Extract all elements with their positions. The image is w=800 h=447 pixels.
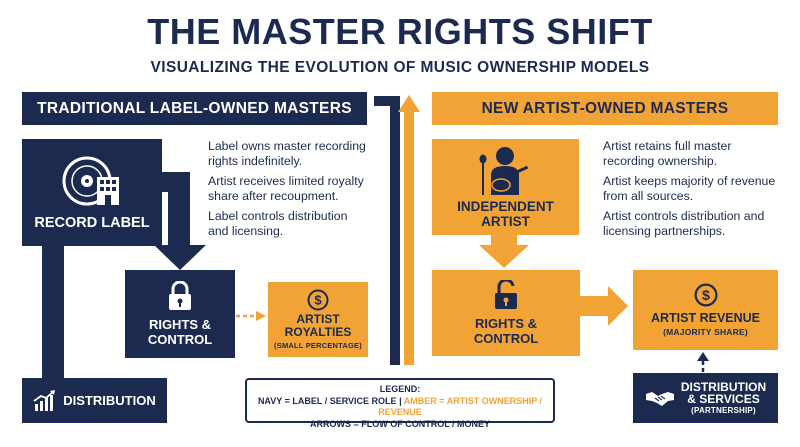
artist-owned-bullets: Artist retains full master recording own…: [603, 139, 783, 244]
artist-revenue-box: $ ARTIST REVENUE (MAJORITY SHARE): [633, 270, 778, 350]
independent-artist-box: INDEPENDENT ARTIST: [432, 139, 579, 235]
traditional-bullet: Label owns master recording rights indef…: [208, 139, 366, 168]
artist-owned-header-label: NEW ARTIST-OWNED MASTERS: [481, 99, 729, 117]
svg-text:$: $: [702, 288, 710, 304]
services-line2: & SERVICES: [687, 392, 760, 406]
legend-amber-text: AMBER = ARTIST OWNERSHIP / REVENUE: [378, 395, 543, 418]
artist-to-rights-arrow: [479, 234, 529, 268]
legend: LEGEND: NAVY = LABEL / SERVICE ROLE | AM…: [245, 378, 555, 429]
artist-owned-bullet: Artist keeps majority of revenue from al…: [603, 174, 776, 203]
legend-colors-line: NAVY = LABEL / SERVICE ROLE | AMBER = AR…: [247, 396, 553, 419]
label-rights-line2: CONTROL: [147, 332, 213, 347]
lock-open-icon: [495, 280, 517, 309]
distribution-label: DISTRIBUTION: [63, 393, 156, 408]
center-amber-shift-arrow: [398, 95, 420, 365]
artist-rights-control-box: RIGHTS & CONTROL: [432, 270, 580, 356]
legend-navy-text: NAVY = LABEL / SERVICE ROLE: [257, 395, 397, 406]
royalties-note: (SMALL PERCENTAGE): [274, 341, 362, 350]
handshake-icon: [645, 392, 674, 406]
dollar-coin-icon: $: [694, 283, 717, 307]
traditional-bullet: Artist receives limited royalty share af…: [208, 174, 364, 203]
traditional-bullets: Label owns master recording rights indef…: [208, 139, 368, 244]
artist-owned-bullet: Artist retains full master recording own…: [603, 139, 732, 168]
revenue-note: (MAJORITY SHARE): [663, 327, 748, 337]
guitarist-icon: [479, 147, 528, 195]
record-label-text: RECORD LABEL: [34, 214, 150, 231]
artist-rights-line2: CONTROL: [473, 331, 539, 346]
distribution-box: DISTRIBUTION: [22, 378, 167, 423]
artist-line2: ARTIST: [481, 214, 530, 229]
traditional-header: TRADITIONAL LABEL-OWNED MASTERS: [22, 92, 367, 125]
center-navy-shift-arrow: [374, 96, 400, 365]
legend-title: LEGEND:: [379, 384, 421, 394]
traditional-header-label: TRADITIONAL LABEL-OWNED MASTERS: [37, 99, 352, 117]
legend-arrows-line: ARROWS = FLOW OF CONTROL / MONEY: [309, 418, 491, 429]
vinyl-record-icon: [62, 156, 119, 205]
legend-separator: |: [399, 395, 402, 406]
artist-rights-line1: RIGHTS &: [474, 316, 538, 331]
lock-closed-icon: [169, 281, 191, 310]
record-label-to-distribution-connector: [42, 215, 64, 380]
page-subtitle: VISUALIZING THE EVOLUTION OF MUSIC OWNER…: [150, 59, 650, 76]
revenue-line1: ARTIST REVENUE: [650, 311, 761, 325]
artist-line1: INDEPENDENT: [457, 199, 554, 214]
rights-to-revenue-arrow: [580, 286, 628, 326]
artist-owned-bullet: Artist controls distribution and licensi…: [603, 209, 765, 238]
dollar-coin-icon: $: [307, 289, 329, 311]
royalties-line1: ARTIST: [296, 312, 340, 326]
svg-text:$: $: [314, 293, 322, 308]
services-line1: DISTRIBUTION: [680, 379, 767, 394]
traditional-bullet: Label controls distribution and licensin…: [208, 209, 348, 238]
distribution-services-box: DISTRIBUTION & SERVICES (PARTNERSHIP): [633, 373, 778, 423]
royalties-line2: ROYALTIES: [284, 325, 352, 339]
services-note: (PARTNERSHIP): [691, 405, 756, 415]
growth-chart-icon: [33, 389, 56, 411]
record-label-box: RECORD LABEL: [22, 139, 162, 246]
artist-royalties-box: $ ARTIST ROYALTIES (SMALL PERCENTAGE): [268, 282, 368, 357]
artist-owned-header: NEW ARTIST-OWNED MASTERS: [432, 92, 778, 125]
page-title: THE MASTER RIGHTS SHIFT: [147, 11, 653, 52]
label-rights-control-box: RIGHTS & CONTROL: [125, 270, 235, 358]
office-building-icon: [97, 176, 119, 205]
record-label-to-rights-arrow: [154, 172, 206, 270]
label-rights-line1: RIGHTS &: [148, 317, 212, 332]
